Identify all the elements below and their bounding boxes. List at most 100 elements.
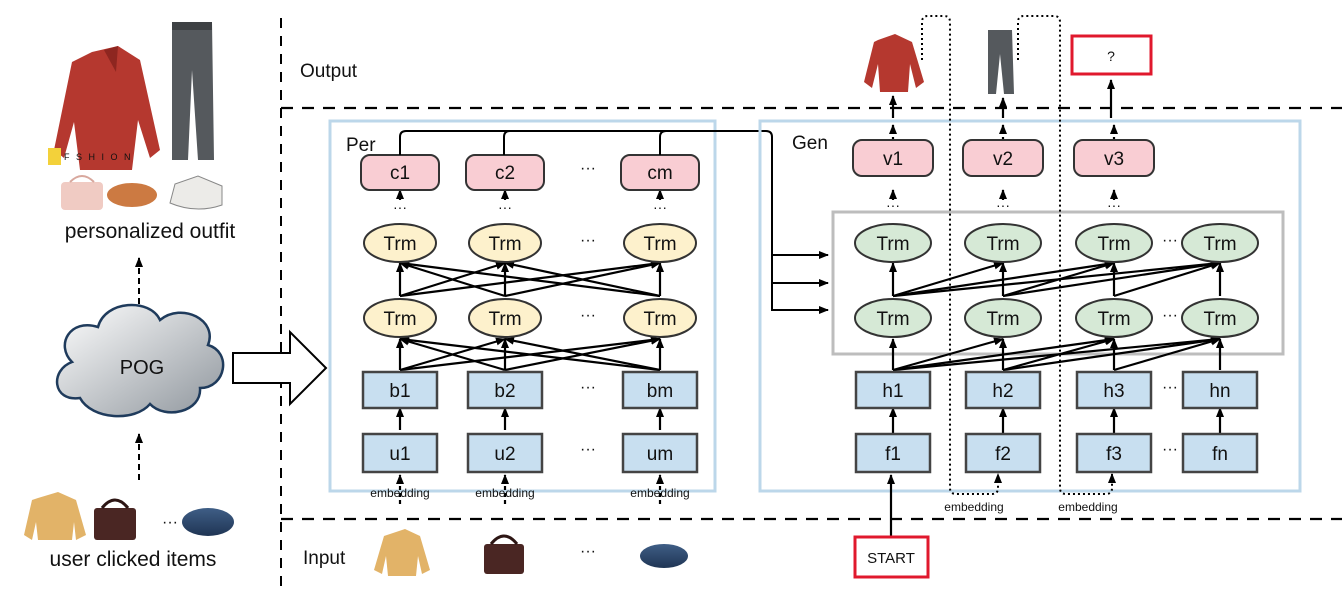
per-b-node (361, 370, 439, 410)
gen-trm2-node (964, 223, 1042, 263)
per-vdots: ··· (393, 199, 407, 215)
per-b-node (466, 370, 544, 410)
per-trm1-label: Trm (488, 309, 521, 330)
gen-trm1-node (964, 298, 1042, 338)
gen-h-node (1075, 370, 1153, 410)
gen-trm1-node (1181, 298, 1259, 338)
user-clicked-items-label: user clicked items (50, 548, 217, 571)
per-label: Per (346, 135, 376, 156)
clicked-beret-image (182, 508, 234, 536)
per-embedding-label: embedding (475, 486, 534, 500)
input-handbag-image (484, 534, 524, 574)
per-ellipsis: ··· (580, 307, 596, 324)
edge-arrow (1002, 261, 1115, 298)
clicked-blouse-image (24, 492, 86, 540)
handbag-pink-image (61, 175, 103, 210)
gen-trm1-label: Trm (876, 309, 909, 330)
gen-trm2-node (1075, 223, 1153, 263)
edge-arrow (504, 336, 661, 372)
output-jeans-image (988, 30, 1014, 94)
gen-trm1-label: Trm (1203, 309, 1236, 330)
gen-f-node (1181, 432, 1259, 474)
fashion-logo (48, 148, 61, 165)
edge-arrow (892, 337, 1004, 372)
gen-trm1-label: Trm (986, 309, 1019, 330)
start-box (853, 535, 930, 579)
edge-arrow (1002, 260, 1221, 298)
gen-f-node (964, 432, 1042, 474)
pog-cloud: POG (55, 303, 225, 418)
unknown-output-label: ? (1107, 48, 1115, 64)
per-trm1-label: Trm (383, 309, 416, 330)
per-trm1-label: Trm (643, 309, 676, 330)
input-label: Input (303, 548, 346, 569)
per-trm2-node (363, 223, 437, 263)
gen-vdots: ··· (996, 197, 1010, 213)
edge-arrow (399, 261, 506, 298)
gen-trm2-node (1181, 223, 1259, 263)
edge-arrow (399, 260, 661, 298)
per-ellipsis: ··· (580, 379, 596, 396)
gen-trm2-label: Trm (1097, 234, 1130, 255)
per-c-label: c2 (495, 163, 515, 184)
edge-arrow (1113, 261, 1221, 298)
edge-arrow (504, 260, 661, 298)
gen-vdots: ··· (1107, 197, 1121, 213)
gen-v-label: v3 (1104, 149, 1124, 170)
sneaker-image (169, 175, 223, 210)
gen-region (758, 119, 1302, 493)
edge-arrow (892, 261, 1004, 298)
gen-h-label: h2 (992, 381, 1013, 402)
gen-ellipsis: ··· (1162, 379, 1178, 396)
gen-ellipsis: ··· (1162, 307, 1178, 324)
clicked-handbag-image (94, 498, 136, 540)
gen-nodes: v1···TrmTrmh1f1v2···TrmTrmh2f2v3···TrmTr… (852, 139, 1259, 474)
input-ellipsis: ··· (580, 543, 596, 560)
per-c-label: c1 (390, 163, 410, 184)
per-embedding-label: embedding (370, 486, 429, 500)
gen-v-node (1073, 139, 1155, 177)
per-b-label: b1 (389, 381, 410, 402)
left-panel: F S H I O N personalized outfit POG (24, 22, 235, 571)
per-edges (396, 189, 664, 504)
gen-f-label: fn (1212, 444, 1228, 465)
gen-h-label: h1 (882, 381, 903, 402)
per-to-gen-connector (399, 130, 829, 314)
start-label: START (867, 550, 915, 567)
per-u-label: um (647, 444, 673, 465)
edge-arrow (892, 260, 1115, 298)
fashion-text: F S H I O N (64, 152, 133, 162)
gen-vdots: ··· (886, 197, 900, 213)
feedback-loops (921, 15, 1116, 495)
per-u-node (621, 432, 699, 474)
gen-trm2-label: Trm (876, 234, 909, 255)
per-b-label: b2 (494, 381, 515, 402)
gen-trm1-label: Trm (1097, 309, 1130, 330)
gen-f-label: f3 (1106, 444, 1122, 465)
gen-v-node (962, 139, 1044, 177)
edge-arrow (399, 336, 661, 372)
per-trm2-node (468, 223, 542, 263)
clicked-items-ellipsis: ··· (162, 514, 178, 531)
separators (280, 18, 1342, 592)
per-u-label: u2 (494, 444, 515, 465)
pog-label: POG (120, 357, 164, 379)
edge-arrow (1002, 337, 1115, 372)
process-arrow (232, 329, 328, 407)
gen-ellipsis: ··· (1162, 441, 1178, 458)
per-b-label: bm (647, 381, 673, 402)
gen-h-label: hn (1209, 381, 1230, 402)
per-trm1-node (468, 298, 542, 338)
per-u-label: u1 (389, 444, 410, 465)
input-blouse-image (374, 529, 430, 576)
per-embedding-label: embedding (630, 486, 689, 500)
per-trm1-node (623, 298, 697, 338)
per-vdots: ··· (653, 199, 667, 215)
gen-trm1-node (1075, 298, 1153, 338)
gen-edges (887, 79, 1224, 537)
per-ellipsis: ··· (580, 160, 596, 177)
gen-trm2-node (854, 223, 932, 263)
per-b-node (621, 370, 699, 410)
gen-trm2-label: Trm (1203, 234, 1236, 255)
